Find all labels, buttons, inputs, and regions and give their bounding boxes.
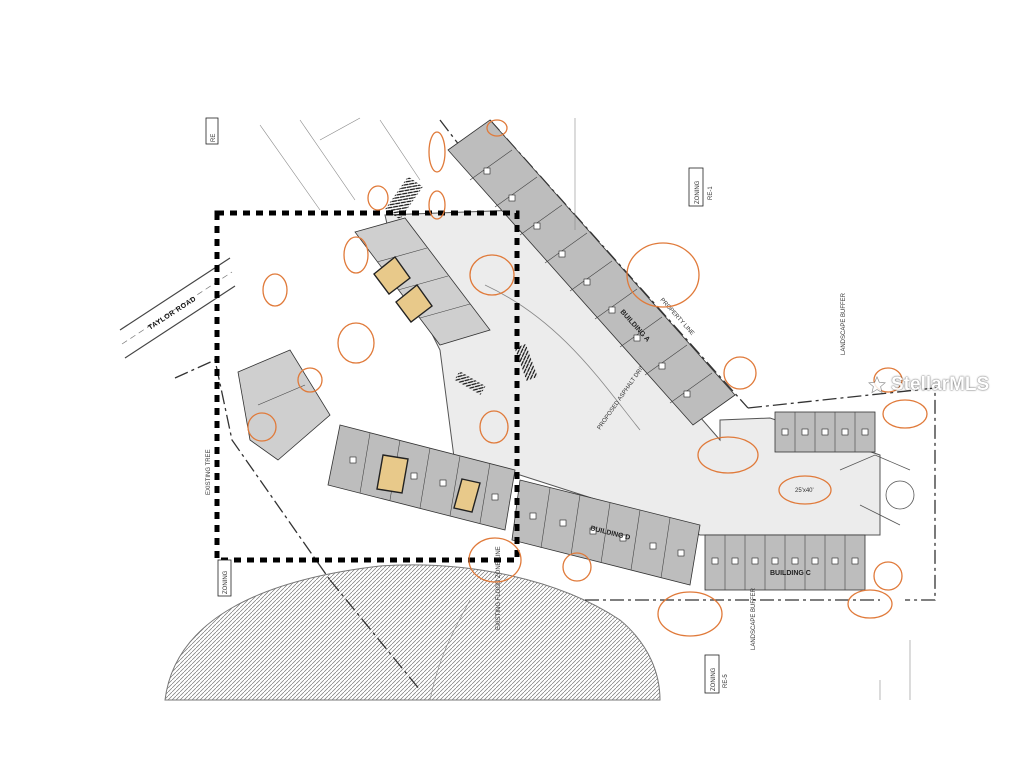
building-b <box>774 411 876 453</box>
buffer-label-south: LANDSCAPE BUFFER <box>751 587 757 650</box>
building-d <box>511 479 701 586</box>
building-c-label: BUILDING C <box>770 570 811 577</box>
highlighted-units-south <box>376 454 481 513</box>
watermark-text: StellarMLS <box>891 374 990 395</box>
highlighted-units-north <box>373 255 433 323</box>
star-icon <box>868 376 886 394</box>
svg-text:ZONING: ZONING <box>695 180 701 204</box>
building-a <box>447 119 736 426</box>
zoning-tag-west: ZONING <box>217 559 232 597</box>
stall-label: 25'x40' <box>795 488 814 494</box>
zoning-tag-top: RE <box>205 117 219 145</box>
tree-label: EXISTING TREE <box>206 449 212 495</box>
svg-text:ZONING: ZONING <box>223 570 229 594</box>
east-turnaround <box>839 454 915 526</box>
flood-label: EXISTING FLOOD ZONE LINE <box>496 546 502 630</box>
zoning-tag-southeast: ZONING RE-5 <box>704 654 729 694</box>
hatched-wall-north <box>385 176 423 220</box>
svg-text:RE: RE <box>211 134 217 142</box>
zoning-tag-north: ZONING RE-1 <box>688 167 714 207</box>
markup-circles <box>247 119 928 637</box>
svg-text:RE-5: RE-5 <box>723 674 729 688</box>
misc-linework <box>259 117 911 701</box>
svg-text:ZONING: ZONING <box>711 667 717 691</box>
stellarmls-watermark: StellarMLS <box>868 372 998 398</box>
hatched-wall-stairs <box>454 371 486 395</box>
buffer-label-east: LANDSCAPE BUFFER <box>841 292 847 355</box>
svg-text:RE-1: RE-1 <box>708 186 714 200</box>
drive-area: PROPOSED ASPHALT DRIVE <box>384 209 881 536</box>
building-c <box>704 534 866 591</box>
retention-pond <box>164 564 661 701</box>
hatched-wall-center <box>514 343 538 381</box>
phase-boundary <box>214 210 520 563</box>
